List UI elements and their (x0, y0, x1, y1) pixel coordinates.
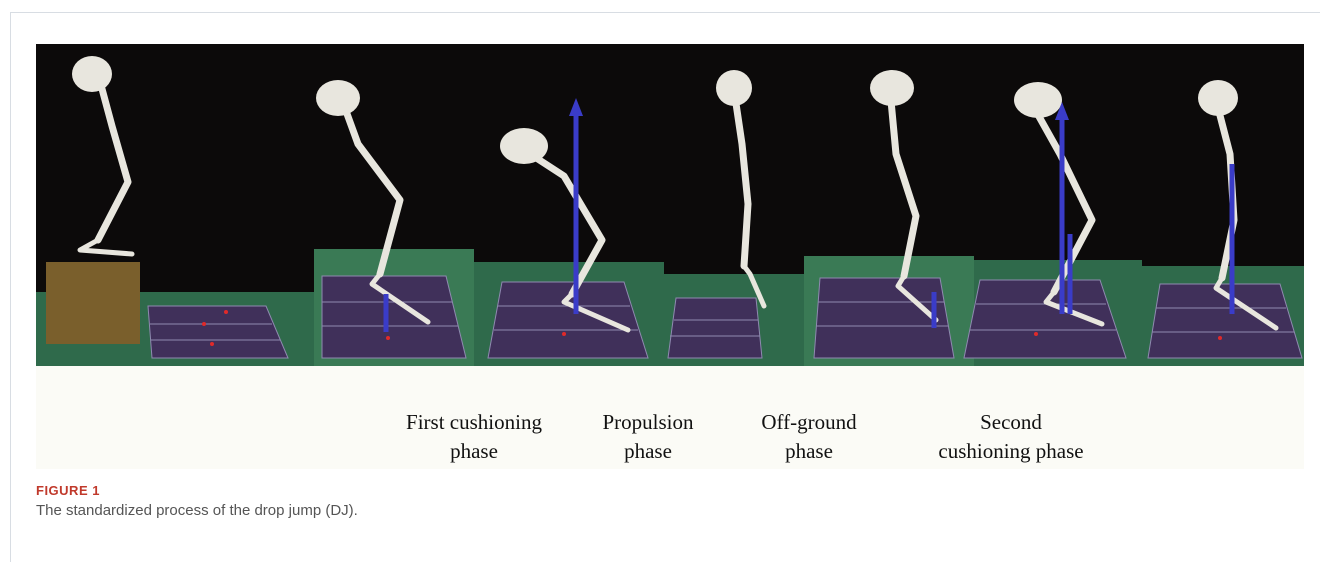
figure-image: First cushioning phase Propulsion phase … (36, 44, 1304, 469)
phase-label-off-ground: Off-ground phase (734, 408, 884, 466)
phase-label-first-cushioning: First cushioning phase (374, 408, 574, 466)
phase-label-propulsion: Propulsion phase (568, 408, 728, 466)
phase-label-second-cushioning: Second cushioning phase (906, 408, 1116, 466)
drop-jump-sequence-image (36, 44, 1304, 366)
figure-caption: The standardized process of the drop jum… (36, 502, 358, 519)
figure-label: FIGURE 1 (36, 483, 100, 498)
